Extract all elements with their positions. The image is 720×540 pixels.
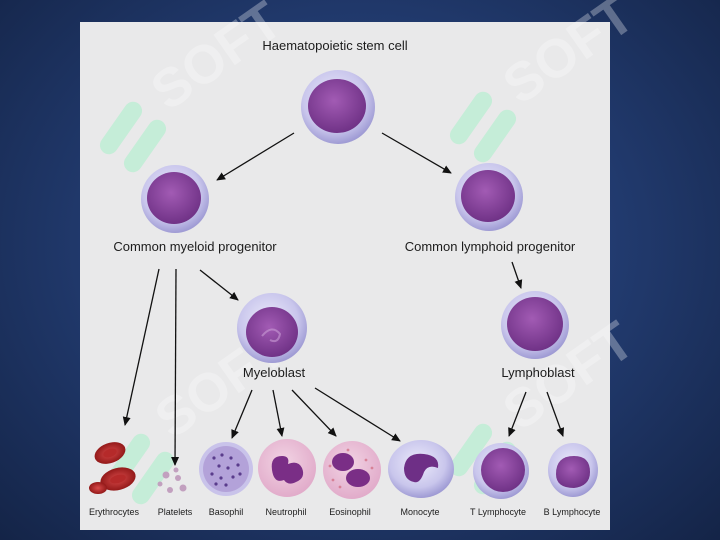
myeloblast-cell	[237, 293, 307, 363]
b-lymphocyte-cell	[548, 443, 598, 497]
stem-cell	[301, 70, 375, 144]
lymphoid-progenitor-cell	[455, 163, 523, 231]
arrow	[314, 387, 401, 442]
eosinophil-cell	[323, 441, 381, 499]
myeloid-progenitor-label: Common myeloid progenitor	[113, 239, 277, 254]
platelets-label: Platelets	[158, 507, 193, 517]
lymphoblast-cell	[501, 291, 569, 359]
t-lymphocyte-label: T Lymphocyte	[470, 507, 526, 517]
arrow	[199, 269, 239, 301]
arrow	[171, 268, 180, 466]
lymphoblast-label: Lymphoblast	[501, 365, 575, 380]
stem-cell-label: Haematopoietic stem cell	[262, 38, 407, 53]
arrow	[291, 389, 337, 437]
eosinophil-label: Eosinophil	[329, 507, 371, 517]
b-lymphocyte-label: B Lymphocyte	[544, 507, 601, 517]
lymphoid-progenitor-label: Common lymphoid progenitor	[405, 239, 576, 254]
arrow	[381, 132, 452, 174]
arrow	[272, 389, 285, 437]
monocyte-cell	[388, 440, 454, 498]
neutrophil-label: Neutrophil	[265, 507, 306, 517]
platelets-cells	[157, 467, 187, 493]
basophil-cell	[199, 442, 253, 496]
erythrocytes-label: Erythrocytes	[89, 507, 140, 517]
erythrocytes-cells	[89, 442, 136, 494]
arrow	[231, 389, 253, 439]
arrow	[122, 268, 160, 426]
arrow	[546, 391, 565, 437]
watermark-text: SOFT	[492, 0, 644, 116]
neutrophil-cell	[258, 439, 316, 497]
t-lymphocyte-cell	[473, 443, 529, 499]
arrow	[508, 391, 527, 437]
basophil-label: Basophil	[209, 507, 244, 517]
arrow	[216, 132, 295, 181]
myeloid-progenitor-cell	[141, 165, 209, 233]
lineage-arrows	[122, 132, 565, 466]
monocyte-label: Monocyte	[400, 507, 439, 517]
watermark-text: SOFT	[140, 0, 292, 122]
myeloblast-label: Myeloblast	[243, 365, 306, 380]
arrow	[511, 261, 523, 289]
